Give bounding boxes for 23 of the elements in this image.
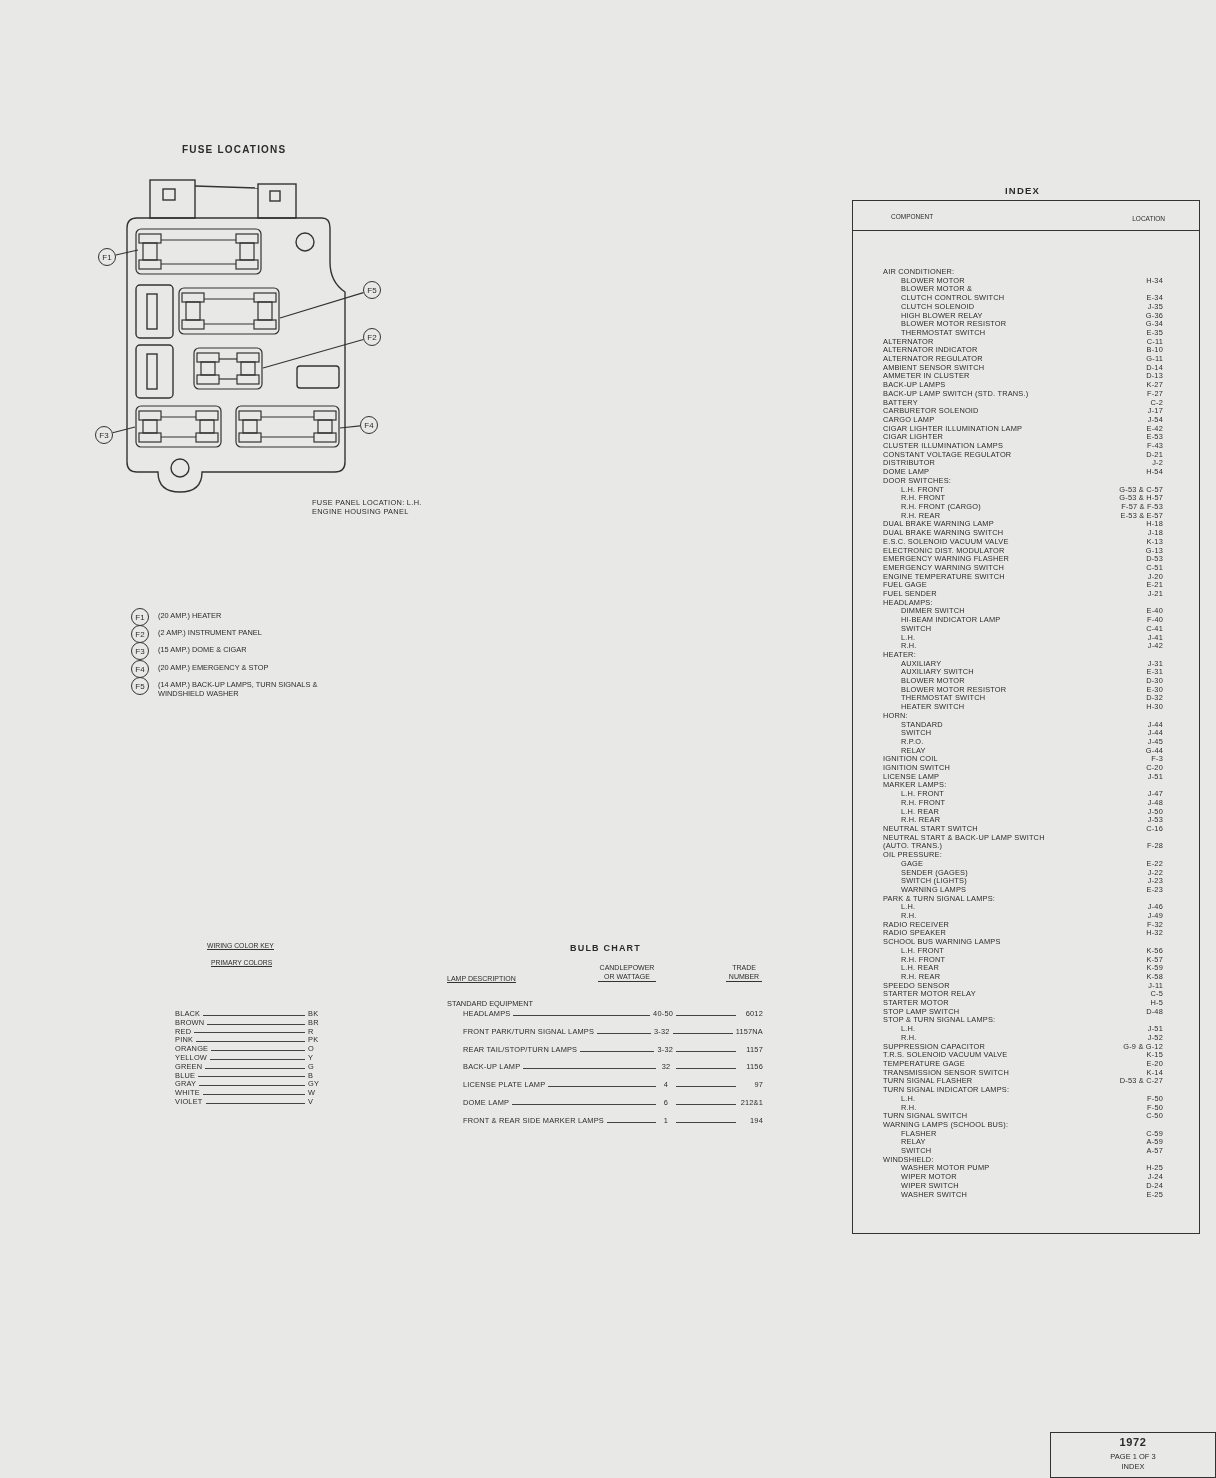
leader-line [262, 338, 364, 369]
fuse-callout: F5 [131, 677, 149, 695]
section-heading: BULB CHART [570, 943, 641, 953]
fuse-callout: F5 [363, 281, 381, 299]
fuse-callout: F1 [98, 248, 116, 266]
section-heading: INDEX [1005, 185, 1041, 196]
fuse-callout: F3 [95, 426, 113, 444]
fuse-drawing [235, 405, 340, 448]
leader-line [339, 425, 361, 429]
leader-line [115, 249, 139, 256]
fuse-callout: F2 [363, 328, 381, 346]
section-heading: FUSE LOCATIONS [182, 144, 287, 155]
leader-line [112, 426, 136, 434]
fuse-callout: F4 [360, 416, 378, 434]
fuse-callout: F4 [131, 660, 149, 678]
fuse-drawing [193, 347, 263, 390]
fuse-drawing [178, 287, 280, 335]
fuse-drawing [135, 228, 262, 275]
fuse-callout: F2 [131, 625, 149, 643]
fuse-drawing [135, 405, 222, 448]
title-text: 1972 [1118, 1436, 1148, 1448]
fuse-callout: F3 [131, 642, 149, 660]
fuse-callout: F1 [131, 608, 149, 626]
